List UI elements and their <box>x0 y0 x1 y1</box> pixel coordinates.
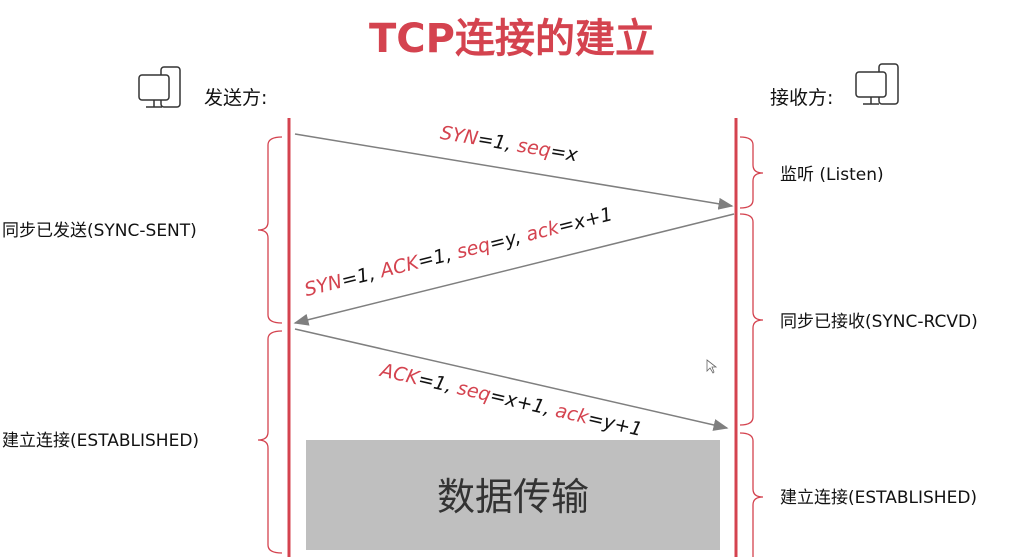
syn-message: SYN=1, seq=x <box>439 122 580 166</box>
receiver-label: 接收方: <box>770 87 833 109</box>
receiver-state-brace <box>739 213 764 426</box>
sender-state-brace <box>257 330 283 554</box>
sender-state-brace <box>257 136 283 324</box>
data-transfer-box <box>306 440 720 550</box>
receiver-state-sync-rcvd: 同步已接收(SYNC-RCVD) <box>780 312 978 332</box>
sender-state-sync-sent: 同步已发送(SYNC-SENT) <box>2 221 197 241</box>
syn-arrow <box>294 133 734 210</box>
data-transfer-label: 数据传输 <box>437 475 589 519</box>
receiver-state-brace <box>739 432 764 557</box>
receiver-state-brace <box>739 136 764 209</box>
cursor-icon <box>706 359 718 374</box>
sender-state-established: 建立连接(ESTABLISHED) <box>2 431 199 451</box>
ack-arrow <box>294 328 729 431</box>
receiver-state-established: 建立连接(ESTABLISHED) <box>780 488 977 508</box>
syn-ack-arrow <box>293 213 735 326</box>
sender-label: 发送方: <box>204 87 267 109</box>
computer-icon <box>855 63 899 105</box>
receiver-state-listen: 监听 (Listen) <box>780 165 884 185</box>
computer-icon <box>138 66 181 108</box>
syn-ack-message: SYN=1, ACK=1, seq=y, ack=x+1 <box>302 203 614 301</box>
page-title: TCP连接的建立 <box>369 16 655 62</box>
